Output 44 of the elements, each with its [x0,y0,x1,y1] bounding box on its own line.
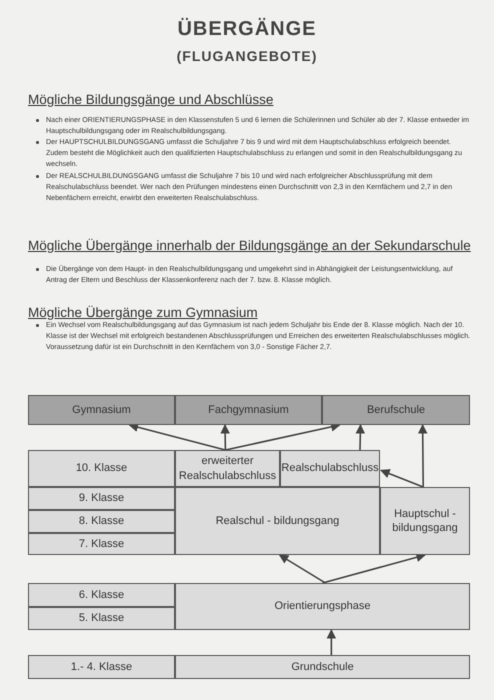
node-label: Hauptschul - bildungsgang [391,506,459,536]
arrow [418,424,428,487]
node-label: Grundschule [291,660,354,674]
stage-box [28,607,175,630]
node-label: Fachgymnasium [208,402,289,418]
school-box [28,395,175,425]
stage-box [28,450,175,487]
node-label: 5. Klasse [78,611,124,626]
section-heading: Mögliche Übergänge innerhalb der Bildungsgänge an der Sekundarschule [28,238,471,253]
stage-box [175,655,470,679]
arrow [322,552,426,584]
node-label: 1.- 4. Klasse [70,660,132,674]
node-label: Gymnasium [72,402,131,418]
stage-box [28,510,175,533]
arrow [356,424,366,450]
node-label: Orientierungsphase [274,599,370,614]
arrow [220,424,230,450]
stage-box [28,583,175,607]
arrow [128,422,226,451]
stage-box [175,487,380,555]
arrow [278,554,326,584]
stage-box [280,450,380,487]
node-label: 9. Klasse [78,491,124,506]
node-label: Berufschule [366,402,426,418]
section-heading: Mögliche Übergänge zum Gymnasium [28,305,258,320]
node-label: 8. Klasse [78,514,124,529]
node-label: 10. Klasse [76,461,128,476]
node-label: 6. Klasse [78,588,124,602]
stage-box [28,533,175,555]
stage-box [175,583,470,630]
node-label: erweiterter Realschulabschluss [178,454,278,483]
page-title: ÜBERGÄNGE [176,18,318,41]
node-label: Realschul - bildungsgang [216,514,340,528]
stage-box [28,487,175,510]
stage-box [28,655,175,679]
section-heading: Mögliche Bildungsgänge und Abschlüsse [28,92,274,107]
school-box [175,395,322,425]
subtitle: (FLUGANGEBOTE) [176,48,318,64]
school-box [322,395,470,425]
stage-box [380,487,470,555]
arrow [380,469,424,488]
node-label: 7. Klasse [78,536,124,552]
node-label: Realschulabschluss [281,461,379,476]
arrow [326,629,336,655]
